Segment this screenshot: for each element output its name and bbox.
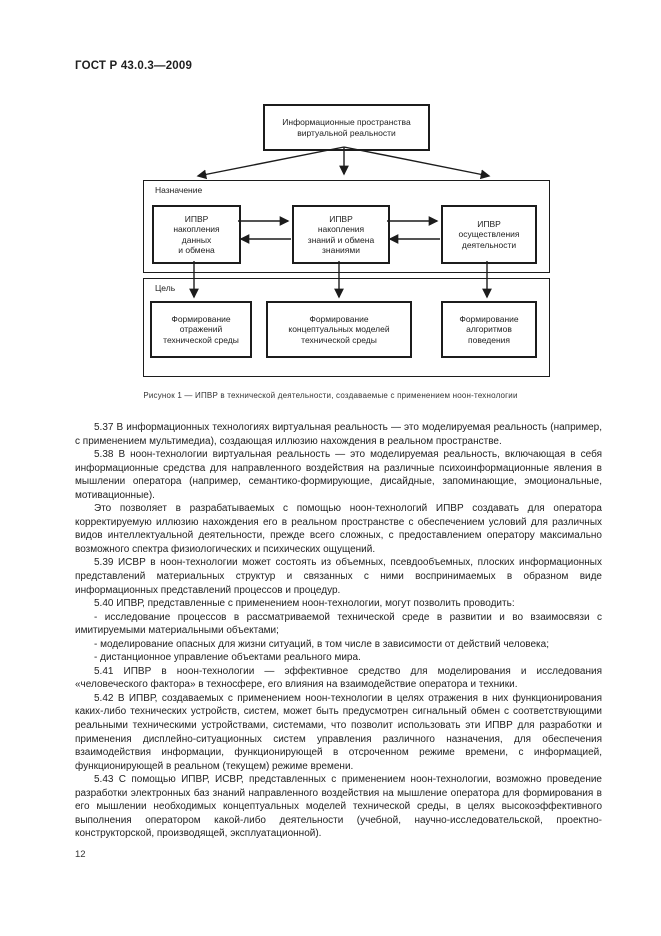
diagram-root-box: Информационные пространства виртуальной … (263, 104, 430, 151)
paragraph-5-43: 5.43 С помощью ИПВР, ИСВР, представленны… (75, 774, 602, 840)
paragraph-5-42: 5.42 В ИПВР, создаваемых с применением н… (75, 692, 602, 772)
paragraph-5-37: 5.37 В информационных технологиях виртуа… (75, 422, 602, 447)
paragraph-5-40-item-3: - дистанционное управление объектами реа… (94, 652, 361, 664)
page-number: 12 (75, 849, 86, 860)
goal-box-reflections: Формирование отражений технической среды (150, 298, 255, 358)
purpose-group-label: Назначение (155, 185, 203, 195)
goal-box-conceptual-models: Формирование концептуальных моделей техн… (266, 298, 415, 358)
paragraph-5-38: 5.38 В ноон-технологии виртуальная реаль… (75, 449, 602, 501)
standard-code: ГОСТ Р 43.0.3—2009 (75, 60, 193, 72)
purpose-box-data-accumulation: ИПВР накопления данных и обмена (152, 202, 244, 264)
paragraph-5-40-item-1: - исследование процессов в рассматриваем… (75, 611, 602, 637)
paragraph-5-41: 5.41 ИПВР в ноон-технологии — эффективно… (75, 665, 602, 691)
goal-group-label: Цель (155, 283, 176, 293)
purpose-box-activity-realization: ИПВР осуществления деятельности (441, 202, 540, 264)
figure-caption: Рисунок 1 — ИПВР в технической деятельно… (143, 391, 518, 400)
goal-box-behavior-algorithms: Формирование алгоритмов поведения (441, 298, 540, 358)
paragraph-5-38-note: Это позволяет в разрабатываемых с помощь… (75, 503, 602, 555)
paragraph-5-40-item-2: - моделирование опасных для жизни ситуац… (94, 638, 549, 650)
paragraph-5-39: 5.39 ИСВР в ноон-технологии может состоя… (75, 557, 602, 596)
body-text: 5.37 В информационных технологиях виртуа… (75, 421, 602, 841)
paragraph-5-40: 5.40 ИПВР, представленные с применением … (94, 598, 515, 610)
purpose-box-knowledge-accumulation: ИПВР накопления знаний и обмена знаниями (292, 202, 393, 264)
